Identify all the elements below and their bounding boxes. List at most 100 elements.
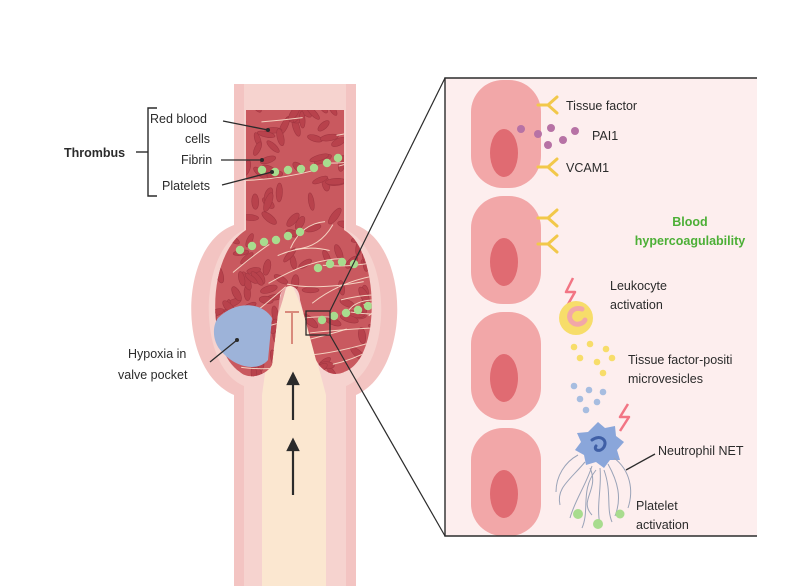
tissue-factor-receptor xyxy=(536,95,559,115)
fibrin-strand xyxy=(232,243,270,273)
red-blood-cell xyxy=(215,138,228,152)
platelet xyxy=(309,163,319,173)
platelet xyxy=(296,164,306,174)
leukocyte-label-line1: Leukocyte xyxy=(610,279,667,293)
red-blood-cell xyxy=(266,140,280,153)
platelet xyxy=(322,158,332,168)
rbc-label-line2: cells xyxy=(185,132,210,146)
rbc-label-line1: Red blood xyxy=(150,112,207,126)
red-blood-cell xyxy=(299,111,306,129)
hypoxia-label-line1: Hypoxia in xyxy=(128,347,186,361)
red-blood-cell xyxy=(215,168,219,186)
red-blood-cell xyxy=(283,247,297,263)
hypoxia-pointer xyxy=(209,339,238,363)
zoom-connector-bottom xyxy=(329,334,446,537)
platelet xyxy=(270,167,280,177)
red-blood-cell xyxy=(317,110,328,114)
red-blood-cell xyxy=(328,207,342,225)
platelet xyxy=(333,153,343,163)
tf-microvesicles-label-line1: Tissue factor-positi xyxy=(628,353,732,367)
platelet xyxy=(283,165,293,175)
red-blood-cell xyxy=(358,327,367,344)
blood-hypercoagulability-line2: hypercoagulability xyxy=(635,234,745,248)
rbc-pointer-dot xyxy=(266,128,270,132)
platelet xyxy=(337,257,347,267)
fibrin-strand xyxy=(365,141,372,173)
red-blood-cell xyxy=(244,273,258,284)
rbc-pointer xyxy=(222,120,269,131)
red-blood-cell xyxy=(215,137,229,148)
red-blood-cell xyxy=(286,212,300,227)
tissue-factor-label: Tissue factor xyxy=(566,99,637,113)
platelet xyxy=(325,259,335,269)
red-blood-cell xyxy=(245,233,254,248)
red-blood-cell xyxy=(339,298,355,308)
fibrin-strand xyxy=(309,326,372,334)
red-blood-cell xyxy=(355,147,370,156)
red-blood-cell xyxy=(372,187,382,205)
platelet xyxy=(329,311,339,321)
activated-platelets xyxy=(573,509,625,529)
red-blood-cell xyxy=(356,198,372,205)
platelet xyxy=(353,305,363,315)
red-blood-cell xyxy=(238,271,246,287)
tf-microvesicles xyxy=(570,340,616,377)
red-blood-cell xyxy=(288,110,300,121)
red-blood-cell xyxy=(253,141,262,156)
red-blood-cell xyxy=(307,192,315,211)
red-blood-cell xyxy=(301,287,320,294)
tf-microvesicles-label-line2: microvesicles xyxy=(628,372,703,386)
red-blood-cell xyxy=(260,155,277,165)
red-blood-cell xyxy=(364,110,372,121)
red-blood-cell xyxy=(369,181,372,199)
platelet xyxy=(235,245,245,255)
fibrin-strand xyxy=(379,151,448,174)
red-blood-cell xyxy=(367,125,372,135)
vcam1-receptor xyxy=(536,157,559,177)
receptor-cell2-a xyxy=(536,208,559,228)
platelets-label: Platelets xyxy=(162,179,210,193)
fibrin-strand xyxy=(363,117,372,142)
thrombus-platelets xyxy=(235,153,372,325)
hypoxia-label-line2: valve pocket xyxy=(118,368,188,382)
fibrin-strand xyxy=(325,143,372,164)
fibrin-strand xyxy=(374,123,422,147)
red-blood-cell xyxy=(231,286,242,302)
platelet xyxy=(341,308,351,318)
red-blood-cell xyxy=(273,274,289,285)
red-blood-cell xyxy=(216,110,227,127)
fibrin-strand xyxy=(347,156,372,182)
platelet xyxy=(247,241,257,251)
leukocyte-label-line2: activation xyxy=(610,298,663,312)
red-blood-cell xyxy=(215,163,226,171)
vessel-lumen xyxy=(262,282,326,586)
leukocyte-cell xyxy=(559,301,593,335)
red-blood-cell xyxy=(375,171,390,187)
blood-flow-arrows xyxy=(286,371,300,495)
blue-microvesicles xyxy=(570,382,607,414)
red-blood-cell xyxy=(275,182,283,203)
receptor-cell2-b xyxy=(536,234,559,254)
thrombus-bracket xyxy=(136,107,157,197)
neutrophil-net-label: Neutrophil NET xyxy=(658,444,744,458)
fibrin-strand xyxy=(286,281,364,288)
endothelial-cell-4 xyxy=(471,428,541,536)
red-blood-cell xyxy=(381,101,389,116)
red-blood-cell xyxy=(312,175,328,185)
zoom-box xyxy=(305,310,331,336)
blood-hypercoagulability-line1: Blood xyxy=(672,215,707,229)
red-blood-cell xyxy=(368,324,372,336)
neutrophil-net-strands xyxy=(555,454,632,529)
platelets-pointer xyxy=(221,171,273,186)
red-blood-cell xyxy=(250,110,262,113)
platelet xyxy=(283,231,293,241)
fibrin-strand xyxy=(332,337,372,365)
valve-t-marker xyxy=(285,311,299,344)
lightning-icon xyxy=(564,277,577,307)
lightning-icon-2 xyxy=(618,403,631,432)
red-blood-cell xyxy=(360,133,372,142)
red-blood-cell xyxy=(263,192,274,212)
red-blood-cell xyxy=(261,211,277,225)
hypoxia-pointer-dot xyxy=(235,338,239,342)
